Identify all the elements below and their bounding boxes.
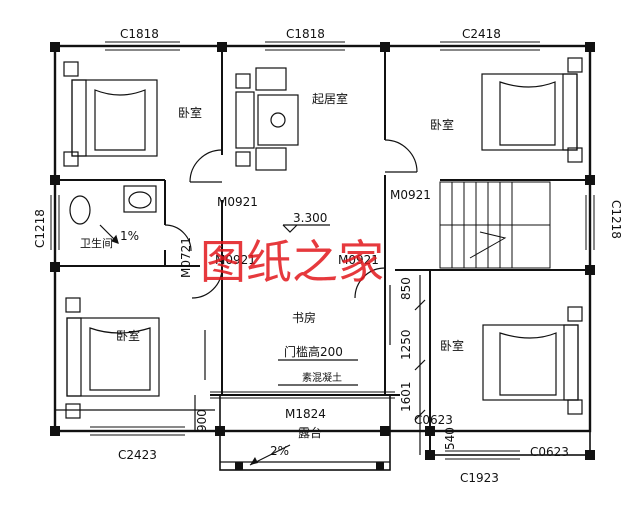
window-label-top-mid: C1818: [286, 27, 325, 41]
door-label-6: M1824: [285, 407, 326, 421]
room-label-bathroom: 卫生间: [80, 236, 113, 250]
dim-850: 850: [399, 277, 413, 300]
elevation-label: 3.300: [293, 211, 327, 225]
room-label-bedroom-ne: 卧室: [430, 117, 454, 132]
dim-1601: 1601: [399, 381, 413, 412]
bed-sw: [65, 297, 160, 419]
window-label-right: C1218: [609, 200, 623, 239]
bed-nw: [63, 61, 158, 167]
bed-se: [482, 306, 583, 415]
bath-slope-label: 1%: [120, 229, 139, 243]
window-label-top-left: C1818: [120, 27, 159, 41]
door-swing: [189, 149, 223, 183]
door-label-5: M0921: [338, 253, 379, 267]
window-label-c0623-a: C0623: [414, 413, 453, 427]
dim-540: 540: [443, 427, 457, 450]
window-label-c1923: C1923: [460, 471, 499, 485]
window-label-top-right: C2418: [462, 27, 501, 41]
room-label-bedroom-se: 卧室: [440, 338, 464, 353]
bathroom-fixtures: [69, 185, 157, 244]
window-label-c0623-b: C0623: [530, 445, 569, 459]
room-label-bedroom-sw: 卧室: [116, 328, 140, 343]
watermark: 图纸之家: [200, 235, 384, 289]
room-label-bedroom-nw: 卧室: [178, 105, 202, 120]
outer-wall: [53, 44, 592, 433]
room-label-study: 书房: [292, 310, 316, 325]
terrace-slope-label: 2%: [270, 444, 289, 458]
door-label-4: M0921: [215, 253, 256, 267]
room-label-living: 起居室: [312, 91, 348, 106]
sill-note: 门槛高200: [284, 344, 343, 359]
room-label-terrace: 露台: [298, 425, 322, 440]
window-label-bottom-left: C2423: [118, 448, 157, 462]
door-label-1: M0921: [217, 195, 258, 209]
dim-900: 900: [195, 409, 209, 432]
dim-1250: 1250: [399, 329, 413, 360]
door-label-3: M0721: [179, 237, 193, 278]
concrete-note: 素混凝土: [302, 371, 342, 384]
door-label-2: M0921: [390, 188, 431, 202]
window-label-left: C1218: [33, 209, 47, 248]
sofa-set: [235, 67, 299, 171]
bed-ne: [481, 57, 583, 163]
